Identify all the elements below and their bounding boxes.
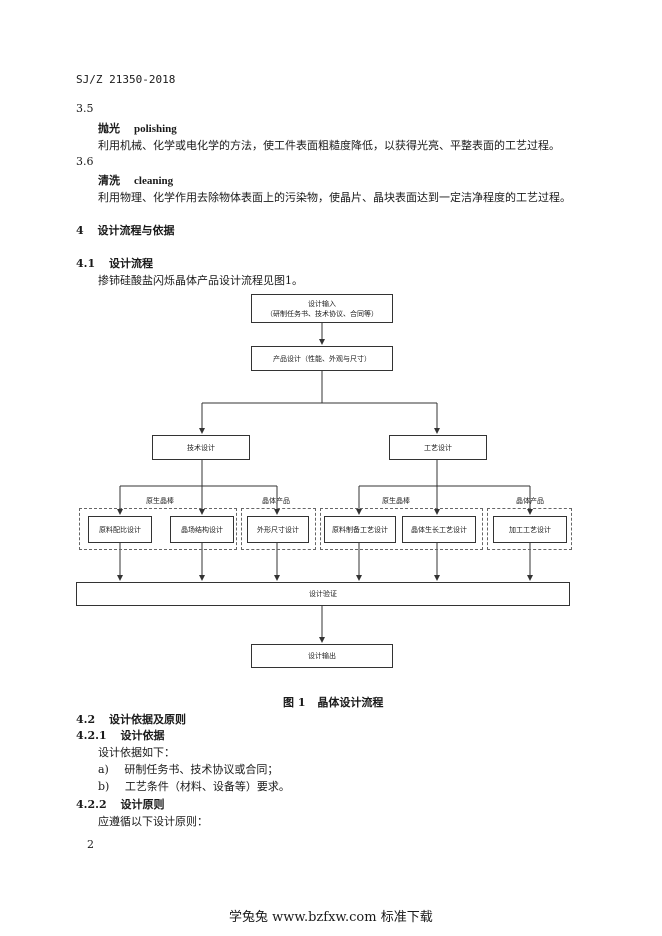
section-number-3-5: 3.5: [76, 102, 94, 115]
list-item: a) 研制任务书、技术协议或合同；: [98, 761, 278, 777]
section-title: 设计依据及原则: [108, 713, 186, 726]
product-design-box: 产品设计（性能、外观与尺寸）: [251, 346, 393, 371]
section-heading-4-2: 4.2 设计依据及原则: [76, 711, 186, 727]
group-label-proc-raw: 原生晶棒: [382, 497, 410, 505]
figure-caption: 图 1 晶体设计流程: [283, 694, 383, 710]
section-title: 设计流程与依据: [97, 224, 175, 237]
group-frame-proc-product: [487, 508, 572, 550]
section-title: 设计依据: [120, 729, 165, 742]
section-number: 4.2.2: [76, 798, 107, 811]
section-heading-4-1: 4.1 设计流程: [76, 255, 153, 271]
page-number: 2: [87, 838, 94, 851]
term-polishing: 抛光 polishing: [98, 120, 177, 136]
term-en: cleaning: [134, 175, 174, 187]
list-item: b) 工艺条件（材料、设备等）要求。: [98, 778, 290, 794]
raw-mix-design-box: 原料配比设计: [88, 516, 152, 543]
figure-number: 图 1: [283, 696, 306, 709]
design-input-line1: 设计输入: [308, 299, 336, 308]
design-input-line2: （研制任务书、技术协议、合同等）: [266, 309, 378, 318]
term-cleaning: 清洗 cleaning: [98, 172, 173, 188]
section-intro-4-2-1: 设计依据如下：: [98, 746, 175, 759]
section-heading-4-2-1: 4.2.1 设计依据: [76, 727, 164, 743]
group-frame-proc-raw: [320, 508, 483, 550]
group-label-tech-raw: 原生晶棒: [146, 497, 174, 505]
section-title: 设计流程: [108, 257, 153, 270]
section-heading-4: 4 设计流程与依据: [76, 222, 175, 238]
figure-title: 晶体设计流程: [317, 696, 384, 709]
group-label-proc-product: 晶体产品: [516, 497, 544, 505]
watermark: 学兔兔 www.bzfxw.com 标准下载: [229, 910, 433, 925]
processing-design-box: 加工工艺设计: [493, 516, 567, 543]
term-cn: 清洗: [98, 174, 120, 187]
definition-cleaning: 利用物理、化学作用去除物体表面上的污染物，使晶片、晶块表面达到一定洁净程度的工艺…: [98, 191, 571, 204]
list-text: 研制任务书、技术协议或合同；: [124, 763, 279, 776]
section-title: 设计原则: [120, 798, 165, 811]
section-body-4-1: 掺铈硅酸盐闪烁晶体产品设计流程见图1。: [98, 274, 303, 287]
design-input-box: 设计输入 （研制任务书、技术协议、合同等）: [251, 294, 393, 323]
section-number-3-6: 3.6: [76, 155, 94, 168]
tech-design-box: 技术设计: [152, 435, 250, 460]
list-marker: a): [98, 763, 109, 776]
group-frame-tech-product: [241, 508, 316, 550]
raw-prep-process-box: 原料制备工艺设计: [324, 516, 396, 543]
group-frame-tech-raw: [79, 508, 237, 550]
shape-size-design-box: 外形尺寸设计: [247, 516, 309, 543]
process-design-box: 工艺设计: [389, 435, 487, 460]
definition-polishing: 利用机械、化学或电化学的方法，使工件表面粗糙度降低，以获得光亮、平整表面的工艺过…: [98, 139, 560, 152]
list-marker: b): [98, 780, 110, 793]
list-text: 工艺条件（材料、设备等）要求。: [124, 780, 290, 793]
section-number: 4: [76, 224, 84, 237]
crystal-growth-process-box: 晶体生长工艺设计: [402, 516, 476, 543]
section-number: 4.1: [76, 257, 96, 270]
design-output-box: 设计输出: [251, 644, 393, 668]
section-number: 4.2: [76, 713, 96, 726]
group-label-tech-product: 晶体产品: [262, 497, 290, 505]
crystal-field-design-box: 晶场结构设计: [170, 516, 234, 543]
doc-code: SJ/Z 21350-2018: [76, 73, 176, 86]
term-cn: 抛光: [98, 122, 120, 135]
section-heading-4-2-2: 4.2.2 设计原则: [76, 796, 164, 812]
section-number: 4.2.1: [76, 729, 107, 742]
design-verify-box: 设计验证: [76, 582, 570, 606]
term-en: polishing: [134, 123, 177, 135]
section-intro-4-2-2: 应遵循以下设计原则：: [98, 815, 208, 828]
